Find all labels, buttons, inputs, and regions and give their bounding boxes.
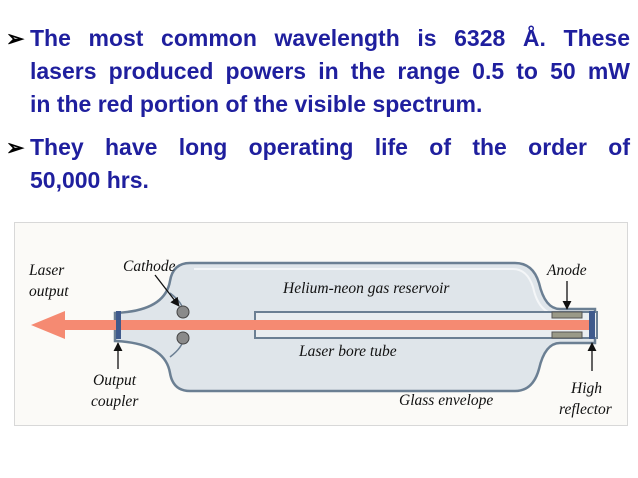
bullet-1-line-3: in the red portion of the visible spectr… (30, 91, 483, 117)
label-high-reflector-1: High (570, 380, 602, 397)
bullet-2-line-2: 50,000 hrs. (30, 167, 149, 193)
bullet-1-line-1: The most common wavelength is 6328 Å. Th… (30, 25, 630, 51)
bullet-2: ➢ They have long operating life of the o… (6, 131, 630, 197)
anode-electrode-top (551, 311, 583, 319)
output-beam-arrowhead (31, 311, 65, 339)
label-laser-output-2: output (29, 283, 69, 300)
label-gas-reservoir: Helium-neon gas reservoir (282, 280, 450, 297)
bullet-1-line-2: lasers produced powers in the range 0.5 … (30, 58, 630, 84)
cathode-bottom (176, 331, 190, 345)
output-coupler-mirror (116, 311, 121, 339)
label-high-reflector-2: reflector (559, 401, 613, 418)
laser-beam (63, 320, 593, 330)
bullet-2-line-1: They have long operating life of the ord… (30, 134, 630, 160)
diagram-svg: Laser output Cathode Helium-neon gas res… (28, 258, 613, 418)
label-anode: Anode (546, 262, 587, 279)
label-laser-output-1: Laser (28, 262, 65, 279)
label-output-coupler-1: Output (93, 372, 137, 389)
label-bore-tube: Laser bore tube (298, 343, 397, 360)
label-output-coupler-2: coupler (91, 393, 139, 410)
arrow-bullet-icon: ➢ (6, 135, 25, 160)
bullet-1: ➢ The most common wavelength is 6328 Å. … (6, 22, 630, 121)
high-reflector-mirror (589, 311, 595, 339)
label-cathode: Cathode (123, 258, 176, 275)
label-glass-envelope: Glass envelope (399, 392, 493, 409)
hene-laser-diagram: Laser output Cathode Helium-neon gas res… (14, 222, 628, 426)
cathode-top (176, 305, 190, 319)
cathode-pointer (154, 274, 180, 307)
arrow-bullet-icon: ➢ (6, 26, 25, 51)
anode-electrode-bottom (551, 331, 583, 339)
